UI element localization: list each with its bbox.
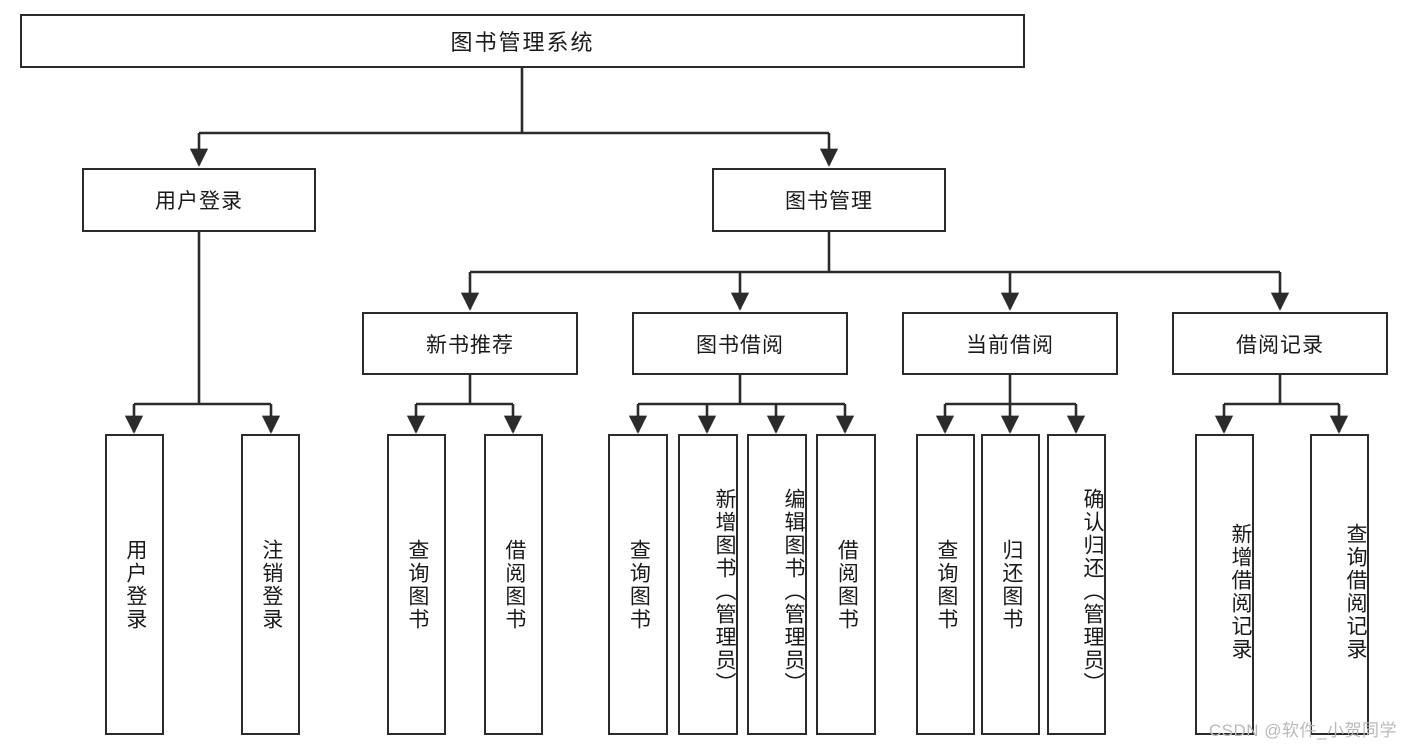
node-new-book-recommend-label: 新书推荐 bbox=[426, 333, 514, 357]
node-leaf-confirm-return-admin-label: 确认归还（管理员） bbox=[1081, 488, 1104, 695]
node-root-label: 图书管理系统 bbox=[450, 30, 595, 55]
node-book-management[interactable]: 图书管理 bbox=[712, 168, 946, 232]
node-leaf-query-book-1[interactable]: 查询图书 bbox=[387, 434, 446, 735]
node-current-borrow-label: 当前借阅 bbox=[966, 333, 1054, 357]
node-leaf-user-login-label: 用户登录 bbox=[123, 538, 147, 631]
node-leaf-borrow-book-2[interactable]: 借阅图书 bbox=[816, 434, 876, 735]
node-leaf-logout-label: 注销登录 bbox=[259, 538, 283, 631]
node-borrow-records[interactable]: 借阅记录 bbox=[1172, 312, 1388, 375]
node-leaf-add-book-admin-label: 新增图书（管理员） bbox=[713, 488, 736, 695]
node-leaf-borrow-book-2-label: 借阅图书 bbox=[835, 538, 859, 631]
node-leaf-edit-book-admin-label: 编辑图书（管理员） bbox=[782, 488, 805, 695]
watermark: CSDN @软件_小贺同学 bbox=[1208, 721, 1397, 740]
node-leaf-add-borrow-record[interactable]: 新增借阅记录 bbox=[1195, 434, 1254, 735]
node-leaf-borrow-book-1-label: 借阅图书 bbox=[502, 538, 526, 631]
node-leaf-borrow-book-1[interactable]: 借阅图书 bbox=[484, 434, 543, 735]
node-leaf-user-login[interactable]: 用户登录 bbox=[105, 434, 164, 735]
node-leaf-query-book-2[interactable]: 查询图书 bbox=[608, 434, 668, 735]
node-leaf-edit-book-admin[interactable]: 编辑图书（管理员） bbox=[747, 434, 807, 735]
node-leaf-add-borrow-record-label: 新增借阅记录 bbox=[1229, 522, 1252, 661]
node-leaf-query-book-3[interactable]: 查询图书 bbox=[916, 434, 975, 735]
node-leaf-query-borrow-record-label: 查询借阅记录 bbox=[1344, 522, 1367, 661]
node-leaf-confirm-return-admin[interactable]: 确认归还（管理员） bbox=[1047, 434, 1106, 735]
node-user-login[interactable]: 用户登录 bbox=[82, 168, 316, 232]
node-book-borrow[interactable]: 图书借阅 bbox=[632, 312, 848, 375]
node-book-management-label: 图书管理 bbox=[785, 190, 873, 213]
node-leaf-query-book-3-label: 查询图书 bbox=[934, 538, 958, 631]
node-new-book-recommend[interactable]: 新书推荐 bbox=[362, 312, 578, 375]
node-user-login-label: 用户登录 bbox=[155, 190, 243, 213]
node-leaf-add-book-admin[interactable]: 新增图书（管理员） bbox=[678, 434, 738, 735]
node-leaf-return-book-label: 归还图书 bbox=[999, 538, 1023, 631]
node-current-borrow[interactable]: 当前借阅 bbox=[902, 312, 1118, 375]
node-borrow-records-label: 借阅记录 bbox=[1236, 333, 1324, 357]
node-leaf-query-borrow-record[interactable]: 查询借阅记录 bbox=[1310, 434, 1369, 735]
node-leaf-logout[interactable]: 注销登录 bbox=[241, 434, 300, 735]
node-book-borrow-label: 图书借阅 bbox=[696, 333, 784, 357]
node-leaf-query-book-1-label: 查询图书 bbox=[405, 538, 429, 631]
node-leaf-query-book-2-label: 查询图书 bbox=[627, 538, 651, 631]
node-leaf-return-book[interactable]: 归还图书 bbox=[981, 434, 1040, 735]
node-root[interactable]: 图书管理系统 bbox=[20, 14, 1025, 68]
